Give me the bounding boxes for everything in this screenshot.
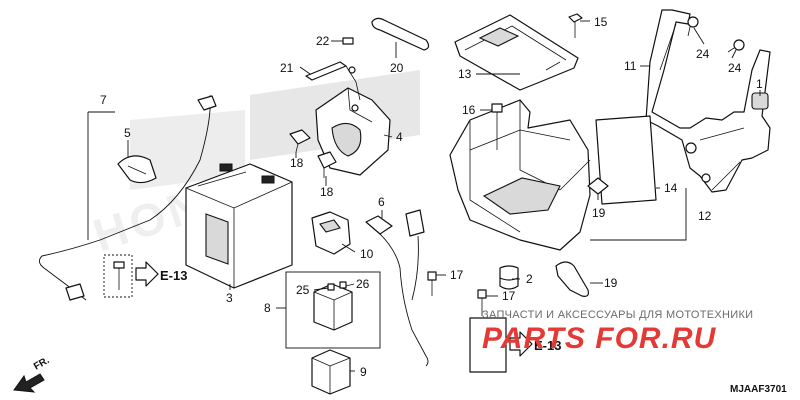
callout-16: 16	[462, 103, 476, 117]
callout-2: 2	[526, 272, 533, 286]
part-8-relay	[313, 283, 353, 331]
part-20-rubber-band	[555, 261, 589, 297]
callout-5: 5	[124, 126, 131, 140]
part-8-group-frame	[285, 271, 381, 349]
front-arrow: FR.	[13, 355, 52, 393]
part-5-band	[117, 155, 157, 184]
callout-17b: 17	[502, 289, 516, 303]
part-15-bolt	[568, 13, 583, 38]
callout-23: 22	[316, 34, 330, 48]
callout-17a: 17	[450, 268, 464, 282]
callout-24b: 24	[728, 61, 742, 75]
callout-15: 15	[594, 15, 608, 29]
part-24-bolt-b	[727, 39, 745, 53]
callout-10: 10	[360, 247, 374, 261]
ref-e13-left: E-13	[160, 268, 187, 283]
watermark-caption: ЗАПЧАСТИ И АКСЕССУАРЫ ДЛЯ МОТОТЕХНИКИ	[482, 309, 753, 321]
part-22-strap	[305, 61, 361, 101]
part-3-battery	[185, 163, 293, 289]
part-24-bolt-a	[687, 16, 699, 37]
ref-arrow-right: E-13	[509, 331, 561, 357]
callout-9: 9	[360, 365, 367, 379]
leader-lines	[87, 20, 761, 372]
callout-13: 13	[458, 67, 472, 81]
callout-22: 21	[280, 61, 294, 75]
callout-3: 3	[226, 291, 233, 305]
part-17-bolt-a	[427, 271, 437, 296]
part-25-clip	[327, 283, 335, 291]
part-11-bracket	[645, 9, 771, 193]
part-23-bolt	[342, 37, 354, 45]
part-19-clip	[587, 177, 609, 195]
callout-20: 19	[604, 276, 618, 290]
part-16-bolt	[491, 103, 503, 150]
watermark-logo: PARTS FOR.RU	[482, 322, 717, 355]
part-13-tray-cover	[454, 14, 579, 91]
callout-26: 26	[356, 277, 370, 291]
part-21-band	[371, 17, 430, 51]
e13-bolt-left	[113, 261, 125, 290]
part-2-damper	[499, 265, 519, 290]
callout-14: 14	[664, 181, 678, 195]
callout-12: 12	[698, 209, 712, 223]
callout-18a: 18	[290, 156, 304, 170]
part-26-clip	[339, 281, 347, 289]
callout-7: 7	[100, 93, 107, 107]
part-14-pad	[595, 115, 657, 205]
part-10-cover	[311, 211, 351, 255]
part-17-bolt-b	[477, 289, 487, 316]
callout-18b: 18	[320, 185, 334, 199]
ref-e13-right: E-13	[534, 338, 561, 353]
part-7-cable-assembly	[39, 94, 217, 301]
diagram-code: MJAAF3701	[730, 384, 787, 395]
callout-21: 20	[390, 61, 404, 75]
callout-11: 11	[624, 59, 637, 73]
callout-1: 1	[756, 77, 763, 91]
callout-8: 8	[264, 301, 271, 315]
callout-19: 19	[592, 206, 606, 220]
e13-bolt-right	[469, 317, 507, 373]
part-12-battery-tray	[449, 99, 591, 251]
callout-labels: 7 5 3 8 9 10 6 4 18 18 20 21 22 13 15 16…	[100, 15, 763, 379]
front-label: FR.	[32, 355, 52, 373]
part-18-connector-a	[289, 129, 311, 153]
callout-25: 25	[296, 283, 310, 297]
callout-24a: 24	[696, 47, 710, 61]
part-9-relay	[311, 349, 351, 395]
part-4-holder	[315, 87, 391, 176]
callout-4: 4	[396, 130, 403, 144]
part-18-connector-b	[317, 151, 337, 178]
watermark: ЗАПЧАСТИ И АКСЕССУАРЫ ДЛЯ МОТОТЕХНИКИ PA…	[482, 309, 753, 355]
callout-6: 6	[378, 195, 385, 209]
ref-arrow-left: E-13	[103, 254, 187, 298]
part-6-cable	[365, 209, 429, 367]
